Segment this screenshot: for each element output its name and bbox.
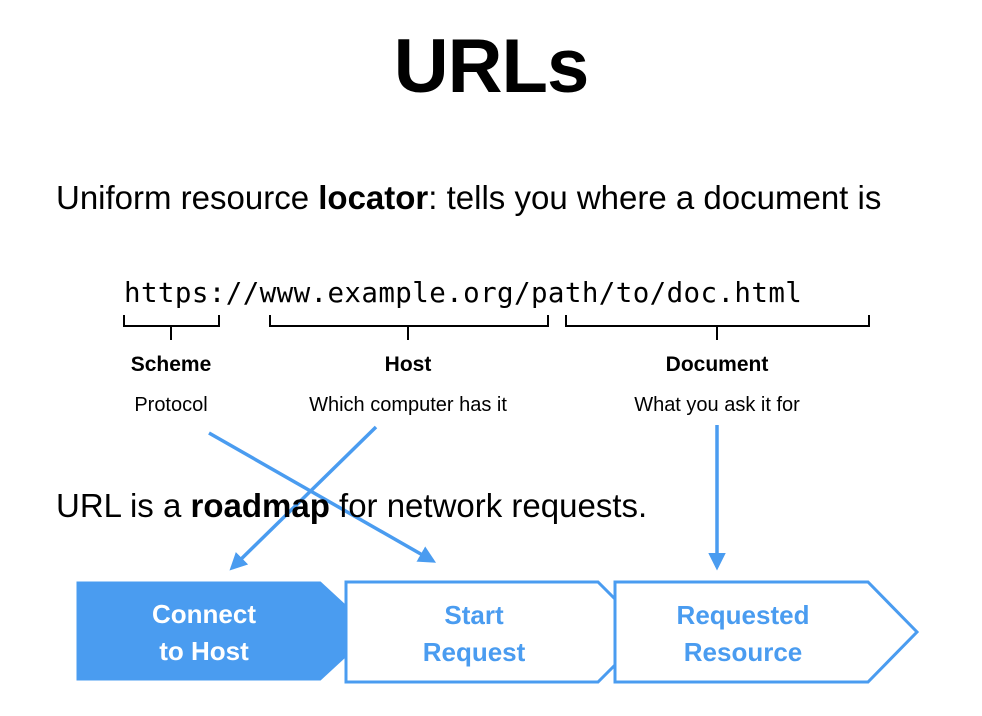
requested-resource-label: Requested Resource bbox=[676, 600, 810, 667]
slide-title: URLs bbox=[393, 24, 589, 109]
host-description: Which computer has it bbox=[309, 394, 507, 416]
host-bracket bbox=[269, 315, 549, 340]
document-bracket bbox=[565, 315, 870, 340]
definition-suffix: : tells you where a document is bbox=[428, 179, 882, 216]
roadmap-emphasis: roadmap bbox=[190, 487, 330, 524]
roadmap-suffix: for network requests. bbox=[329, 487, 648, 524]
definition-prefix: Uniform resource bbox=[56, 179, 319, 216]
document-label: Document bbox=[665, 353, 769, 376]
scheme-description: Protocol bbox=[134, 394, 208, 416]
example-url: https://www.example.org/path/to/doc.html bbox=[124, 277, 803, 309]
definition-emphasis: locator bbox=[318, 179, 429, 216]
connect-to-host-label: Connect to Host bbox=[152, 599, 256, 666]
host-label: Host bbox=[384, 353, 432, 376]
definition-line: Uniform resource locator: tells you wher… bbox=[56, 178, 881, 218]
document-description: What you ask it for bbox=[634, 394, 800, 416]
roadmap-prefix: URL is a bbox=[56, 487, 191, 524]
scheme-bracket bbox=[123, 315, 220, 340]
roadmap-line: URL is a roadmap for network requests. bbox=[56, 486, 647, 526]
scheme-label: Scheme bbox=[130, 353, 212, 376]
start-request-label: Start Request bbox=[422, 600, 526, 667]
